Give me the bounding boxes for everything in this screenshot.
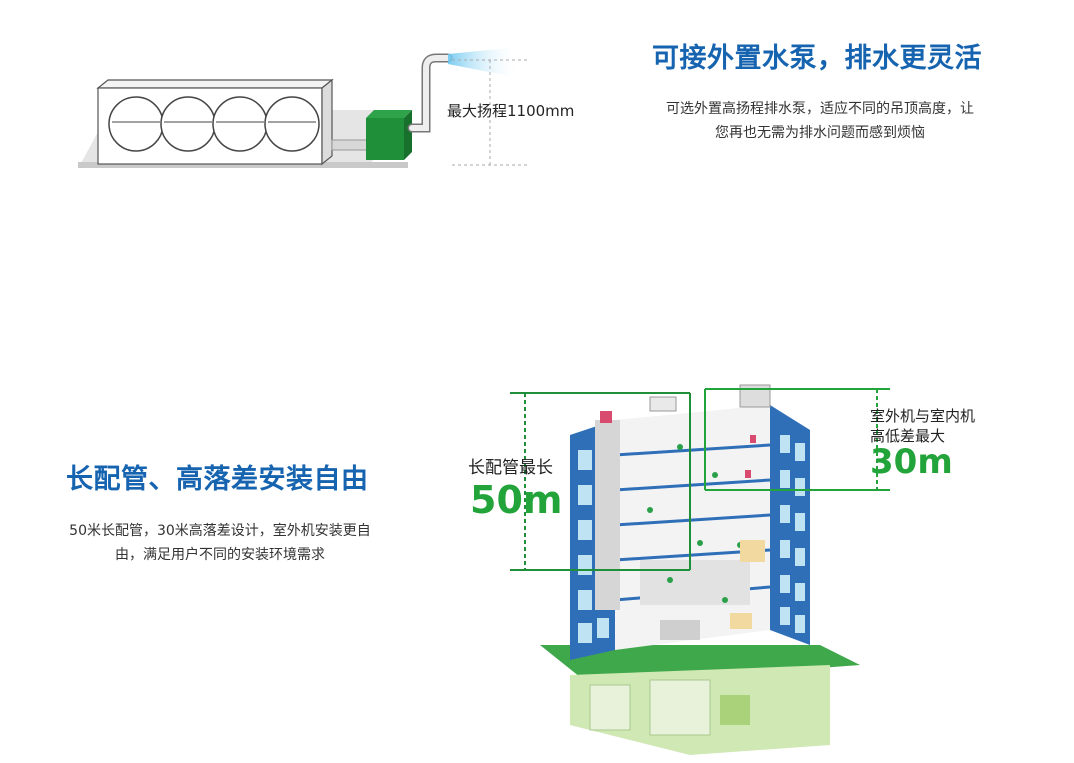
height-diff-label-line-2: 高低差最大 [870,427,946,445]
outdoor-unit-roof [649,396,677,412]
pump-section-description: 可选外置高扬程排水泵，适应不同的吊顶高度，让 您再也无需为排水问题而感到烦恼 [630,97,1010,145]
building-cutaway-illustration [540,384,860,755]
piping-description-line-1: 50米长配管，30米高落差设计，室外机安装更自 [69,523,371,539]
max-lift-label: 最大扬程1100mm [447,102,575,120]
pump-section-title: 可接外置水泵，排水更灵活 [652,43,982,74]
height-diff-label-line-1: 室外机与室内机 [870,407,976,425]
pipe-length-label: 长配管最长 [468,458,553,478]
piping-section-title: 长配管、高落差安装自由 [66,464,369,495]
dimension-brackets [510,388,890,571]
duct-unit-body [96,78,334,166]
height-diff-label: 室外机与室内机 高低差最大 [870,406,975,446]
piping-section-description: 50米长配管，30米高落差设计，室外机安装更自 由，满足用户不同的安装环境需求 [30,519,410,567]
duct-unit-pump-illustration [78,48,530,168]
height-diff-value: 30m [870,442,953,482]
pipe-length-value: 50m [470,478,563,522]
water-spray [448,48,520,78]
piping-description-line-2: 由，满足用户不同的安装环境需求 [115,547,325,563]
pump-description-line-2: 您再也无需为排水问题而感到烦恼 [715,125,925,141]
external-water-pump [366,110,412,160]
pump-description-line-1: 可选外置高扬程排水泵，适应不同的吊顶高度，让 [666,101,974,117]
